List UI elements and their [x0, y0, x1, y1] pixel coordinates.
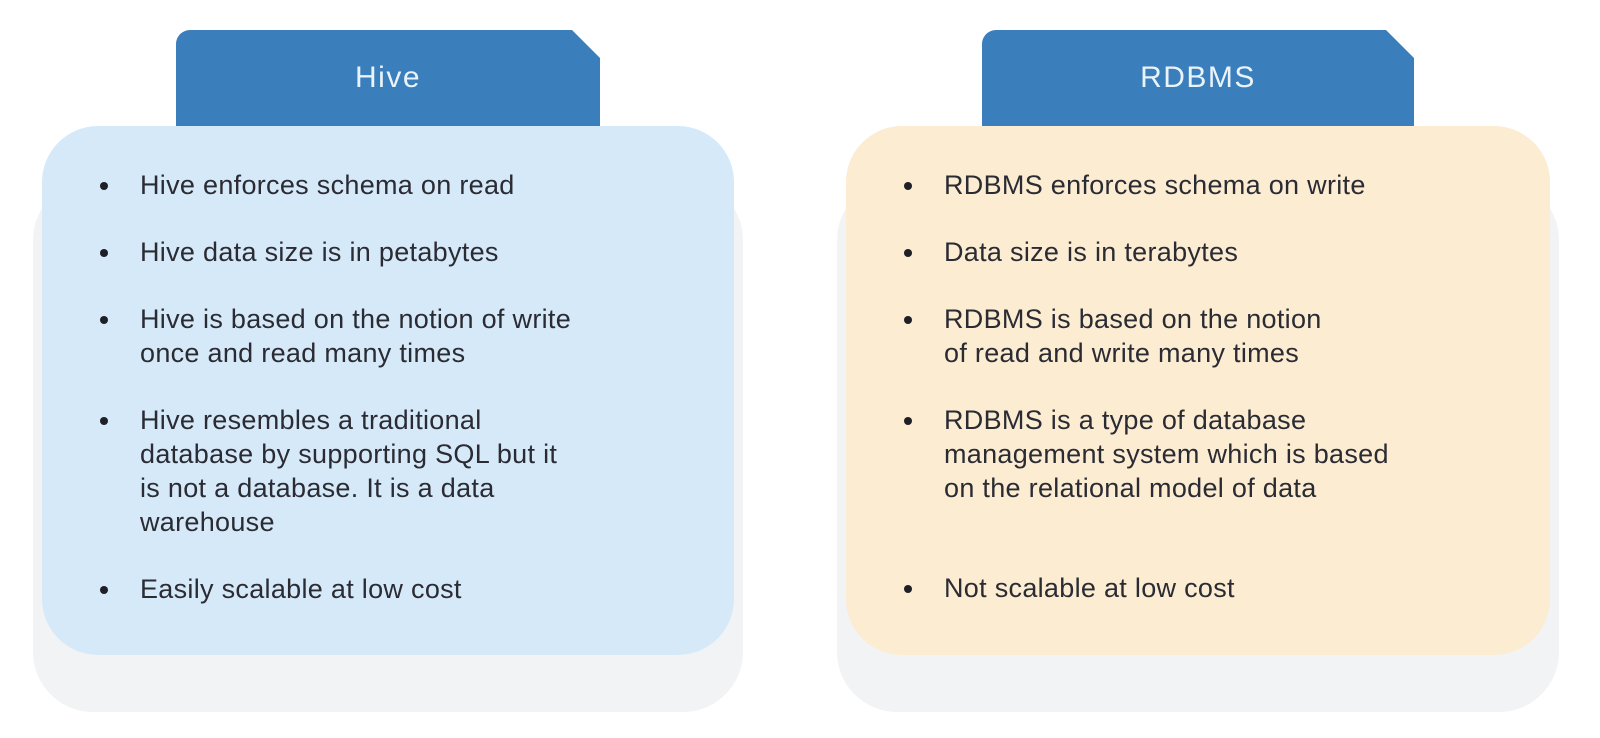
bullet-text: Hive data size is in petabytes: [140, 237, 499, 267]
bullet-text: RDBMS is a type of database management s…: [944, 405, 1389, 503]
bullet-text: RDBMS enforces schema on write: [944, 170, 1366, 200]
hive-card-body: Hive enforces schema on read Hive data s…: [42, 126, 734, 655]
bullet-dot-icon: [100, 316, 108, 324]
list-item: Not scalable at low cost: [904, 571, 1522, 605]
rdbms-bullet-list: RDBMS enforces schema on write Data size…: [846, 126, 1550, 605]
hive-title: Hive: [354, 61, 421, 94]
hive-header-tab: Hive: [176, 30, 600, 126]
hive-card: Hive Hive enforces schema on read Hive d…: [33, 30, 743, 712]
rdbms-header-tab: RDBMS: [982, 30, 1414, 126]
bullet-dot-icon: [904, 182, 912, 190]
bullet-text: Hive enforces schema on read: [140, 170, 515, 200]
bullet-dot-icon: [904, 316, 912, 324]
hive-bullet-list: Hive enforces schema on read Hive data s…: [42, 126, 734, 606]
bullet-dot-icon: [100, 182, 108, 190]
list-item: Easily scalable at low cost: [100, 572, 706, 606]
rdbms-title: RDBMS: [1140, 61, 1256, 94]
bullet-text: Hive resembles a traditional database by…: [140, 405, 558, 537]
list-item: Hive enforces schema on read: [100, 168, 706, 202]
bullet-dot-icon: [904, 417, 912, 425]
list-item: Hive data size is in petabytes: [100, 235, 706, 269]
bullet-text: Hive is based on the notion of write onc…: [140, 304, 572, 368]
bullet-dot-icon: [100, 249, 108, 257]
bullet-dot-icon: [904, 249, 912, 257]
rdbms-card-body: RDBMS enforces schema on write Data size…: [846, 126, 1550, 655]
list-item: Data size is in terabytes: [904, 235, 1522, 269]
bullet-text: Data size is in terabytes: [944, 237, 1239, 267]
bullet-dot-icon: [100, 417, 108, 425]
rdbms-card: RDBMS RDBMS enforces schema on write Dat…: [837, 30, 1559, 712]
bullet-text: Easily scalable at low cost: [140, 574, 462, 604]
bullet-dot-icon: [100, 586, 108, 594]
list-item: RDBMS enforces schema on write: [904, 168, 1522, 202]
list-item: Hive resembles a traditional database by…: [100, 403, 706, 539]
list-item: RDBMS is based on the notion of read and…: [904, 302, 1522, 370]
bullet-dot-icon: [904, 585, 912, 593]
bullet-text: Not scalable at low cost: [944, 573, 1235, 603]
bullet-text: RDBMS is based on the notion of read and…: [944, 304, 1322, 368]
list-item: Hive is based on the notion of write onc…: [100, 302, 706, 370]
list-item: RDBMS is a type of database management s…: [904, 403, 1522, 505]
